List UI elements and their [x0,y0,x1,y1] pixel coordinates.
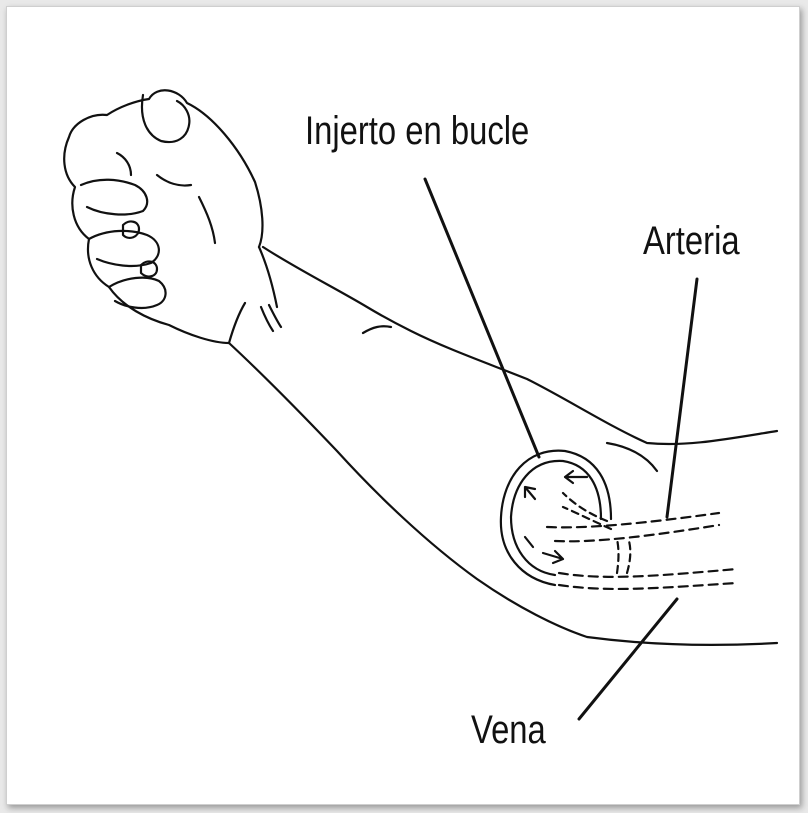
label-vein: Vena [471,710,546,750]
knuckle-creases [117,153,215,243]
finger-bottom [109,278,166,308]
flow-arrow-left [525,487,535,499]
vein-vessel [559,569,737,589]
label-loop-graft: Injerto en bucle [305,111,529,151]
thumb-outline [142,95,189,142]
vein-branches [617,539,630,573]
label-artery: Arteria [643,221,740,261]
graft-leader-line [425,179,539,457]
fist-outline [64,90,262,343]
forearm-upper-tick [363,326,391,333]
loop-graft-outer [501,451,611,585]
illustration-frame: Injerto en bucle Arteria Vena [6,6,800,805]
flow-arrow-lower-left [525,537,533,547]
flow-arrow-top [565,471,587,483]
finger-top [81,180,147,215]
vein-leader-line [579,599,677,719]
artery-leader-line [667,279,697,517]
wrist-creases [229,247,281,343]
artery-branches [563,493,611,529]
elbow-crease [607,443,657,471]
artery-vessel [547,513,719,541]
flow-arrow-bottom [543,551,563,563]
forearm-lower-contour [229,343,777,645]
thumbnail [123,222,139,238]
